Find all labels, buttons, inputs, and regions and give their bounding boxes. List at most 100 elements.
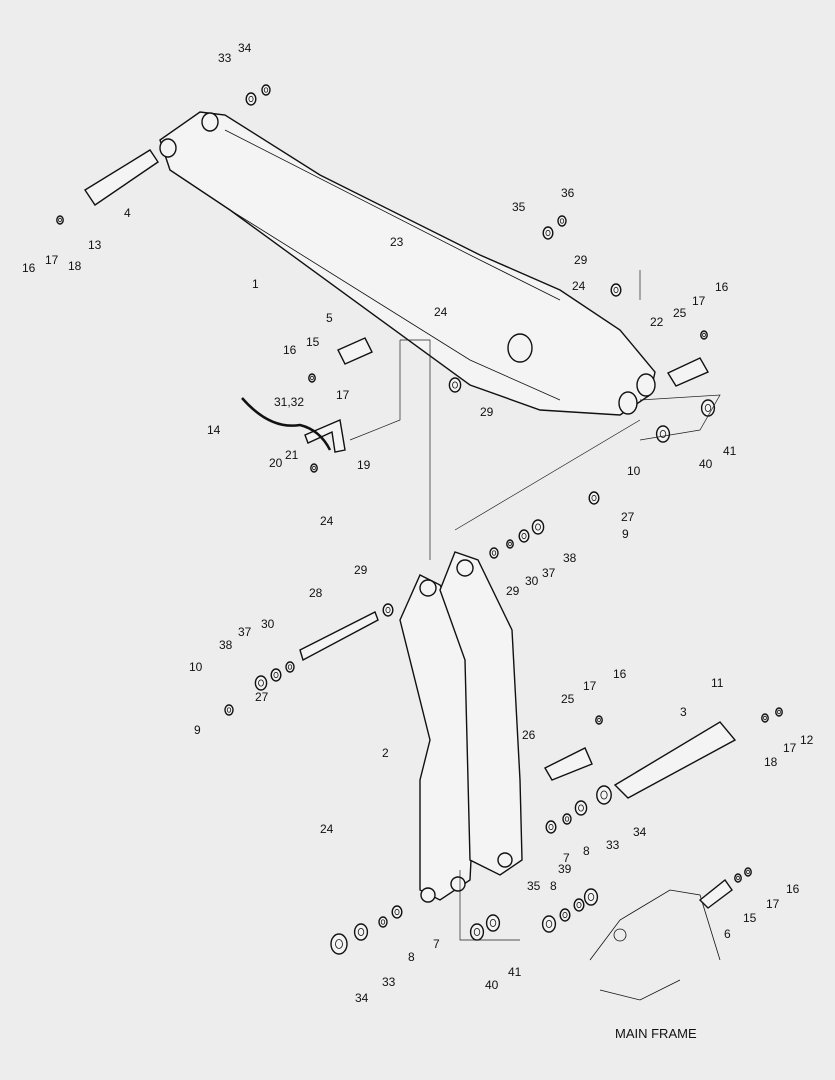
callout-41: 41 — [508, 965, 522, 979]
washer-hole — [310, 375, 314, 381]
washer-hole — [521, 532, 527, 540]
washer — [353, 923, 369, 941]
washer — [700, 330, 708, 340]
callout-24: 24 — [434, 305, 448, 319]
washer — [270, 668, 282, 682]
washer — [775, 707, 783, 717]
washer-hole — [357, 928, 365, 937]
callout-17: 17 — [783, 741, 797, 755]
callout-16: 16 — [613, 667, 627, 681]
callout-34: 34 — [633, 825, 647, 839]
washer-hole — [545, 920, 553, 929]
washer-hole — [559, 218, 565, 224]
washer — [382, 603, 394, 617]
callout-17: 17 — [336, 388, 350, 402]
washer-hole — [258, 679, 264, 687]
washer — [518, 529, 530, 543]
washer — [588, 491, 600, 505]
washer-hole — [702, 332, 706, 338]
washer-hole — [58, 217, 62, 223]
callout-25: 25 — [673, 306, 687, 320]
callout-37: 37 — [238, 625, 252, 639]
callout-40: 40 — [699, 457, 713, 471]
washer-hole — [491, 550, 497, 556]
washer-hole — [508, 541, 512, 547]
callout-22: 22 — [650, 315, 664, 329]
washer — [506, 539, 514, 549]
washer-hole — [763, 715, 767, 721]
washer-hole — [576, 901, 582, 909]
callout-9: 9 — [194, 723, 201, 737]
washer-hole — [704, 403, 712, 412]
callout-29: 29 — [354, 563, 368, 577]
washer — [557, 215, 567, 227]
washer — [330, 933, 348, 955]
callout-37: 37 — [542, 566, 556, 580]
washer-hole — [548, 823, 554, 831]
washer — [489, 547, 499, 559]
callout-17: 17 — [692, 294, 706, 308]
washer — [542, 226, 554, 240]
washer-hole — [226, 707, 232, 713]
leader-lines — [349, 270, 721, 941]
washer — [545, 820, 557, 834]
washer-hole — [273, 671, 279, 679]
washer-hole — [473, 928, 481, 937]
callout-21: 21 — [285, 448, 299, 462]
callout-38: 38 — [219, 638, 233, 652]
callout-8: 8 — [583, 844, 590, 858]
washer — [531, 519, 545, 535]
callout-28: 28 — [309, 586, 323, 600]
washer-hole — [736, 875, 740, 881]
washer — [310, 463, 318, 473]
callout-36: 36 — [561, 186, 575, 200]
washer-hole — [600, 790, 608, 800]
callout-35: 35 — [512, 200, 526, 214]
callout-3: 3 — [680, 705, 687, 719]
callout-29: 29 — [480, 405, 494, 419]
callout-6: 6 — [724, 927, 731, 941]
callout-11: 11 — [711, 676, 724, 690]
callout-24: 24 — [572, 279, 586, 293]
washer-hole — [335, 939, 343, 949]
callout-29: 29 — [574, 253, 588, 267]
callout-39: 39 — [558, 862, 572, 876]
washer-hole — [597, 717, 601, 723]
callout-13: 13 — [88, 238, 102, 252]
callout-17: 17 — [766, 897, 780, 911]
washer-hole — [564, 816, 570, 822]
washer-hole — [287, 664, 293, 670]
callout-19: 19 — [357, 458, 371, 472]
washer-hole — [452, 381, 458, 389]
washer-hole — [489, 919, 497, 928]
washer-hole — [385, 606, 391, 614]
washer — [378, 916, 388, 928]
washer-hole — [659, 429, 667, 438]
washer-hole — [380, 919, 386, 925]
wire-harness — [241, 397, 332, 451]
callout-33: 33 — [382, 975, 396, 989]
callout-20: 20 — [269, 456, 283, 470]
washer-hole — [312, 465, 316, 471]
washer-hole — [248, 95, 254, 103]
washer — [559, 908, 571, 922]
washer-hole — [578, 804, 584, 812]
washer — [596, 785, 612, 805]
washer — [485, 914, 501, 932]
washer — [261, 84, 271, 96]
washer — [595, 715, 603, 725]
washer — [469, 923, 485, 941]
callout-23: 23 — [390, 235, 404, 249]
washer — [391, 905, 403, 919]
callout-16: 16 — [22, 261, 36, 275]
washer — [583, 888, 599, 906]
washer — [245, 92, 257, 106]
callout-30: 30 — [261, 617, 275, 631]
callout-12: 12 — [800, 733, 814, 747]
washer — [308, 373, 316, 383]
washer — [761, 713, 769, 723]
callout-26: 26 — [522, 728, 536, 742]
washer — [56, 215, 64, 225]
callout-7: 7 — [433, 937, 440, 951]
